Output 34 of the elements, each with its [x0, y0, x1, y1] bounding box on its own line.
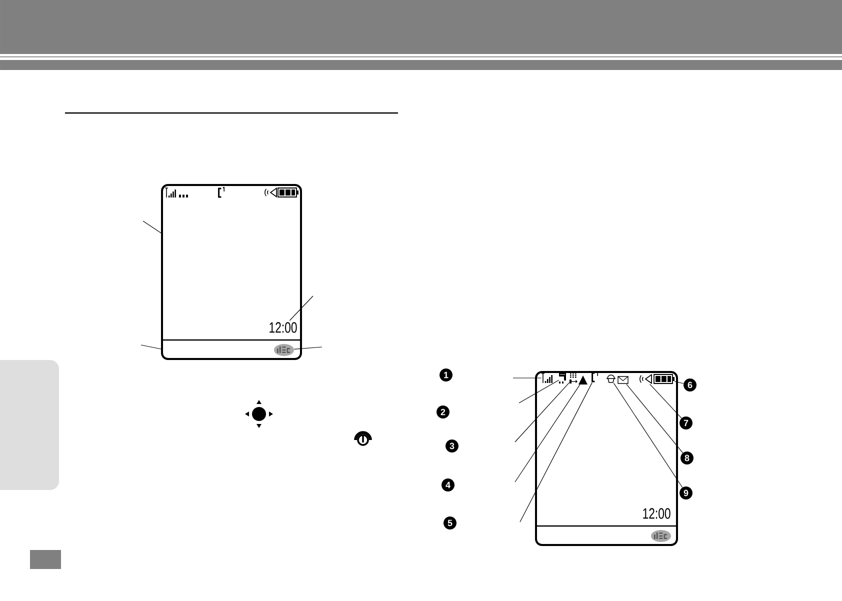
envelope-icon — [618, 376, 628, 384]
signal-icon — [541, 373, 552, 384]
callout-number: 1 — [440, 368, 452, 382]
leader-line — [289, 296, 314, 321]
battery-icon — [654, 374, 674, 384]
cup-icon — [606, 374, 616, 383]
callout-number: 3 — [446, 440, 458, 452]
phone-line-icon — [592, 371, 598, 382]
leader-line — [294, 346, 322, 350]
phone-screen — [161, 184, 302, 360]
callout-number: 2 — [436, 406, 450, 418]
leader-line — [674, 381, 684, 384]
callout-number: 6 — [684, 378, 696, 392]
message-icon — [559, 372, 566, 384]
leader-line — [518, 380, 560, 404]
callout-number: 7 — [680, 416, 692, 430]
leader-line — [650, 384, 682, 418]
leader-line — [514, 382, 570, 442]
side-tab — [0, 360, 59, 490]
callout-number: 8 — [680, 452, 694, 464]
menu-icon — [274, 344, 294, 356]
grid-arrow-icon — [570, 372, 578, 384]
leader-line — [520, 382, 592, 522]
leader-line — [626, 384, 684, 454]
callout-number: 4 — [442, 478, 454, 492]
leader-line — [613, 382, 683, 488]
triangle-icon — [578, 376, 588, 384]
clock-text: 12:00 — [270, 322, 297, 333]
callout-number: 5 — [444, 516, 456, 530]
callout-number: 9 — [680, 486, 692, 500]
phone-screen: 12:00 — [535, 371, 678, 546]
leader-line — [140, 344, 162, 350]
leader-line — [142, 220, 162, 234]
leader-line — [514, 384, 580, 482]
